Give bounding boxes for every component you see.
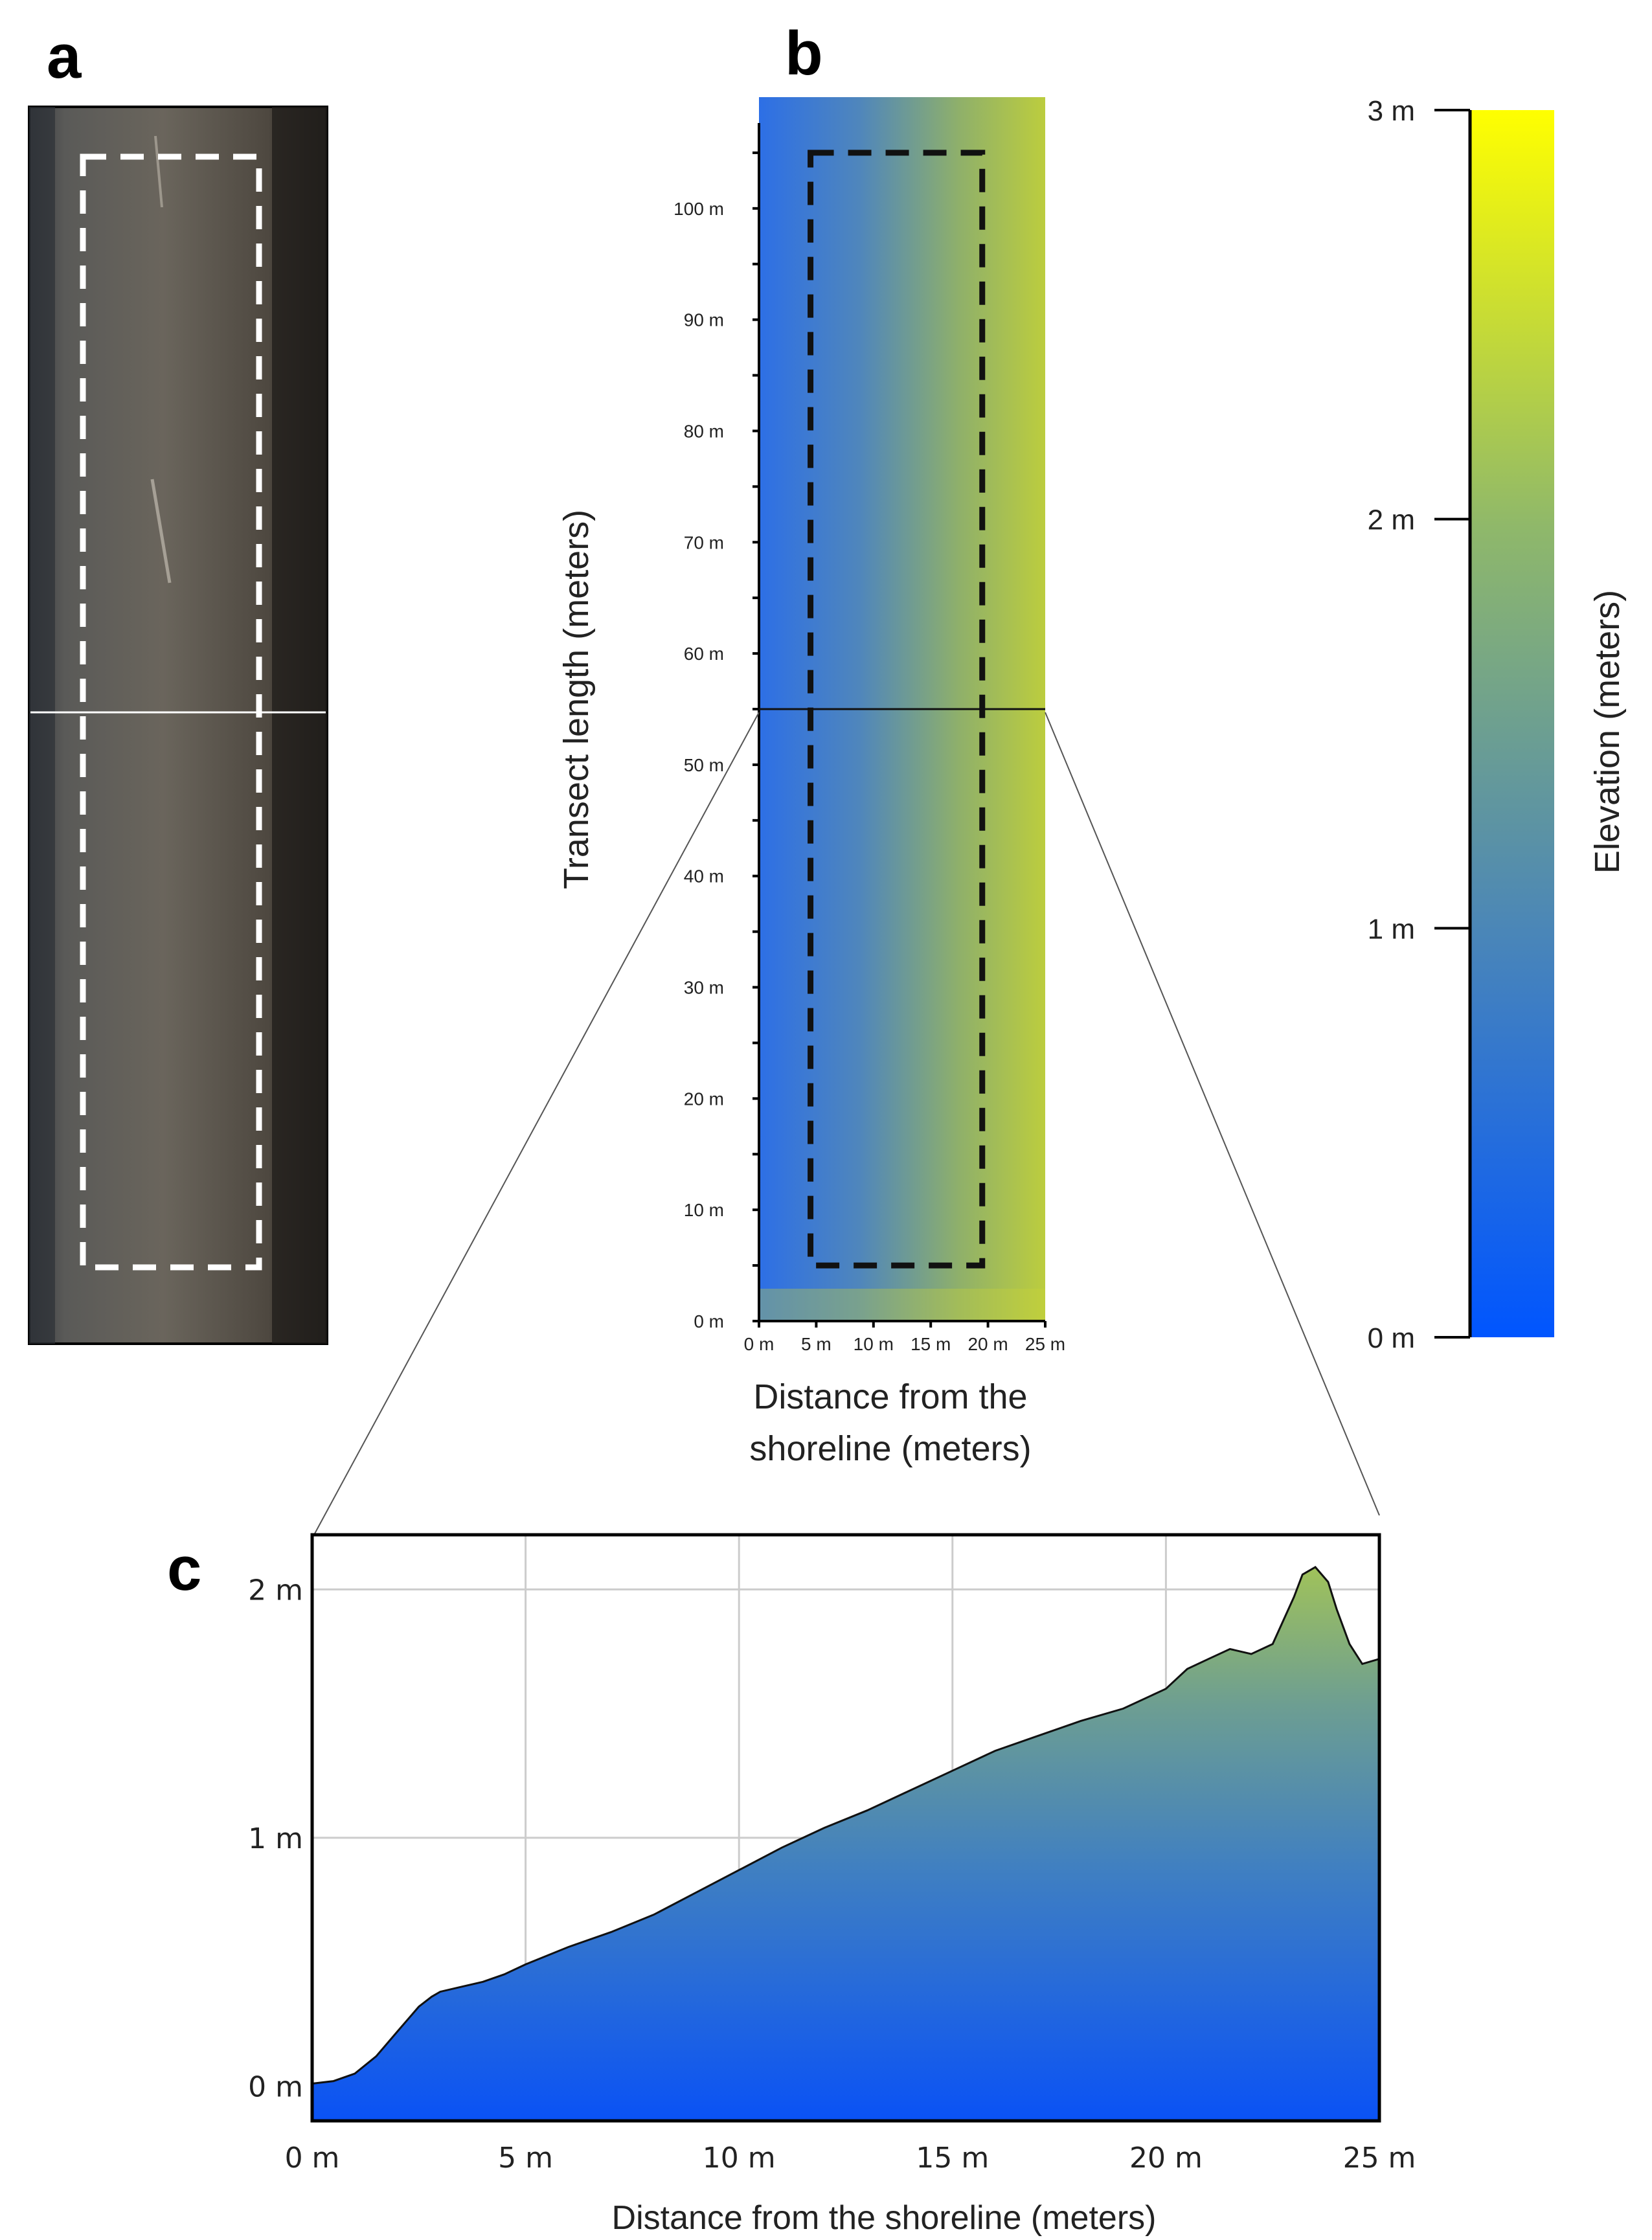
dune-vegetation xyxy=(272,107,327,1344)
zoom-connector-right xyxy=(1045,712,1380,1516)
zoom-connector-left xyxy=(313,712,760,1535)
colorbar-tick-label: 1 m xyxy=(1368,913,1415,945)
y-tick-label-b: 90 m xyxy=(684,310,724,330)
y-tick-label-b: 80 m xyxy=(684,421,724,441)
panel-letter-c: c xyxy=(167,1534,201,1603)
profile-frame xyxy=(310,1533,1381,2123)
study-area-box-b xyxy=(808,150,986,1269)
y-tick-label-b: 20 m xyxy=(684,1089,724,1109)
x-tick-label-c: 15 m xyxy=(916,2142,989,2175)
colorbar-gradient xyxy=(1471,110,1554,1337)
profile-area-fill xyxy=(312,1567,1379,2121)
x-tick-label-b: 20 m xyxy=(967,1334,1008,1354)
y-tick-label-b: 100 m xyxy=(673,199,724,219)
dem-raster-bottom-highlight xyxy=(759,1289,1045,1321)
x-tick-label-c: 20 m xyxy=(1129,2142,1203,2175)
panel-letter-b: b xyxy=(785,19,823,88)
colorbar-tick-label: 2 m xyxy=(1368,504,1415,536)
colorbar-tick-label: 3 m xyxy=(1368,95,1415,127)
colorbar-tick-label: 0 m xyxy=(1368,1322,1415,1354)
y-tick-label-b: 40 m xyxy=(684,866,724,887)
y-tick-label-c: 2 m xyxy=(248,1574,303,1607)
x-tick-label-b: 15 m xyxy=(911,1334,951,1354)
x-tick-label-b: 0 m xyxy=(744,1334,775,1354)
dem-map: 0 m 10 m 20 m 30 m 40 m 50 m 60 m 70 m 80 m 90 m 1… xyxy=(557,97,1065,1468)
driftwood-mark xyxy=(154,135,163,208)
elevation-profile: 0 m 1 m 2 m 0 m 5 m 10 m 15 m 20 m 25 m Distanc… xyxy=(248,1533,1416,2237)
y-ticks-c: 0 m 1 m 2 m xyxy=(248,1574,303,2103)
x-tick-label-c: 10 m xyxy=(703,2142,776,2175)
x-axis-title-line2-b: shoreline (meters) xyxy=(749,1429,1031,1468)
x-tick-label-c: 25 m xyxy=(1343,2142,1416,2175)
x-tick-label-b: 10 m xyxy=(854,1334,894,1354)
y-tick-label-b: 70 m xyxy=(684,532,724,552)
colorbar-ticks: 0 m 1 m 2 m 3 m xyxy=(1368,95,1470,1354)
y-tick-label-b: 10 m xyxy=(684,1200,724,1220)
colorbar: 0 m 1 m 2 m 3 m Elevation (meters) xyxy=(1368,95,1627,1354)
x-tick-label-b: 25 m xyxy=(1025,1334,1065,1354)
water-edge xyxy=(29,107,55,1344)
y-tick-label-c: 0 m xyxy=(248,2070,303,2103)
x-tick-label-b: 5 m xyxy=(801,1334,832,1354)
x-ticks-c: 0 m 5 m 10 m 15 m 20 m 25 m xyxy=(285,2142,1416,2175)
colorbar-label: Elevation (meters) xyxy=(1588,590,1627,874)
y-tick-label-b: 30 m xyxy=(684,978,724,998)
aerial-photo xyxy=(28,106,328,1345)
x-axis-title-c: Distance from the shoreline (meters) xyxy=(612,2199,1157,2237)
y-axis-title-b: Transect length (meters) xyxy=(557,510,596,889)
y-tick-label-b: 50 m xyxy=(684,755,724,775)
x-tick-label-c: 0 m xyxy=(285,2142,340,2175)
y-tick-label-c: 1 m xyxy=(248,1822,303,1855)
x-tick-label-c: 5 m xyxy=(498,2142,553,2175)
driftwood-mark xyxy=(150,479,172,583)
y-ticks-b: 0 m 10 m 20 m 30 m 40 m 50 m 60 m 70 m 80 m 90 m 1… xyxy=(673,151,759,1331)
y-tick-label-b: 0 m xyxy=(694,1311,724,1331)
x-axis-title-line1-b: Distance from the xyxy=(753,1377,1027,1416)
panel-letter-a: a xyxy=(47,22,82,91)
x-ticks-b: 0 m 5 m 10 m 15 m 20 m 25 m xyxy=(744,1321,1065,1354)
y-tick-label-b: 60 m xyxy=(684,644,724,664)
profile-line xyxy=(311,1565,1380,2085)
